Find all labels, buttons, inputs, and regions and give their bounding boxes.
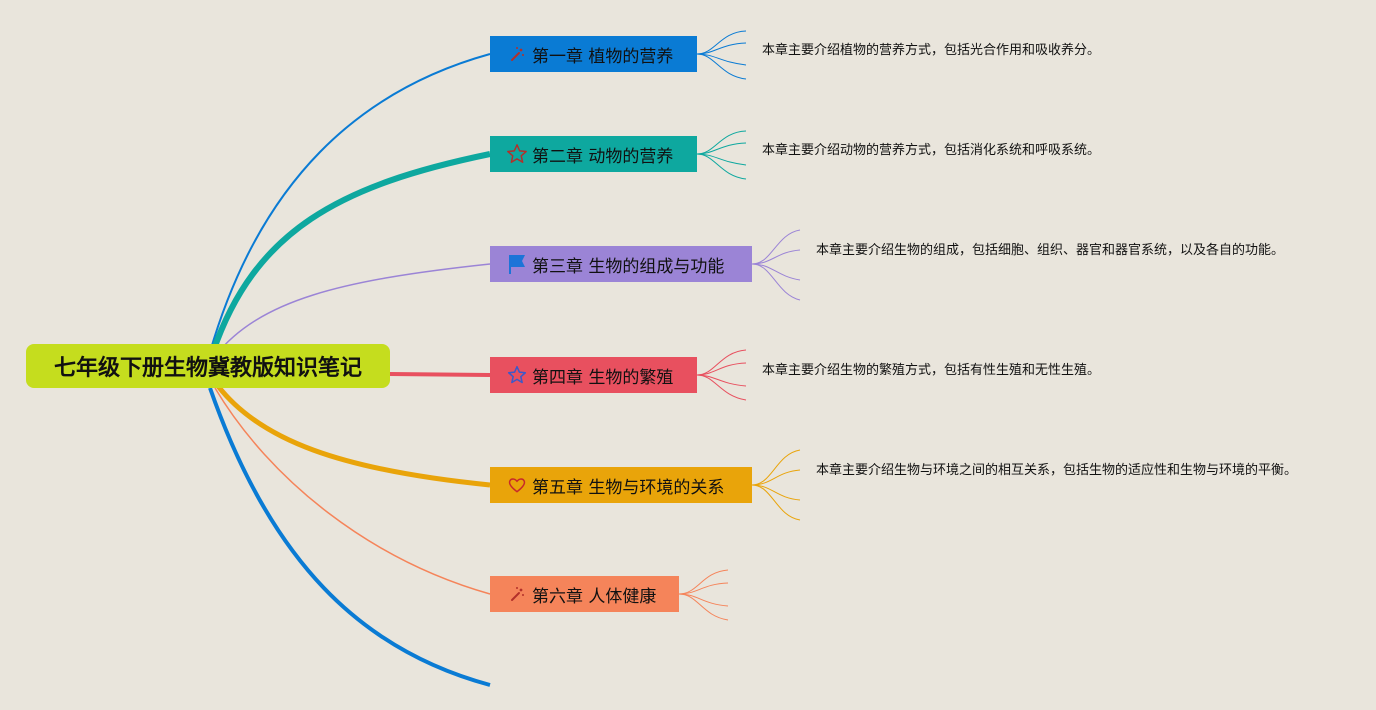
chapter-note-3[interactable]: 本章主要介绍生物的组成，包括细胞、组织、器官和器官系统，以及各自的功能。 [816,243,1285,258]
branch-line-4 [389,372,491,377]
branch-line-3 [214,263,491,357]
fan-lines-3 [751,229,801,301]
sparkle-wand-icon [506,583,528,605]
branch-line-2 [210,151,491,353]
chapter-label-4: 第四章 生物的繁殖 [532,367,674,388]
chapter-node-4[interactable]: 第四章 生物的繁殖 [490,357,697,393]
chapter-node-1[interactable]: 第一章 植物的营养 [490,36,697,72]
blue-star-icon [506,364,528,386]
fan-lines-5 [751,449,801,521]
sparkle-wand-icon [506,43,528,65]
chapter-note-2[interactable]: 本章主要介绍动物的营养方式，包括消化系统和呼吸系统。 [762,143,1101,158]
branch-line-6 [214,387,491,595]
branch-line-7 [208,387,491,687]
chapter-label-5: 第五章 生物与环境的关系 [532,477,725,498]
fan-lines-6 [678,569,729,621]
chapter-label-1: 第一章 植物的营养 [532,46,674,67]
chapter-label-6: 第六章 人体健康 [532,586,657,607]
branch-line-5 [216,384,491,488]
branch-line-1 [209,53,491,353]
root-topic[interactable]: 七年级下册生物冀教版知识笔记 [26,344,390,388]
fan-lines-4 [696,349,747,401]
star-outline-icon [506,143,528,165]
blue-flag-icon [506,253,528,275]
chapter-label-2: 第二章 动物的营养 [532,146,674,167]
chapter-note-1[interactable]: 本章主要介绍植物的营养方式，包括光合作用和吸收养分。 [762,43,1101,58]
chapter-node-2[interactable]: 第二章 动物的营养 [490,136,697,172]
fan-lines-2 [696,130,747,180]
heart-outline-icon [506,474,528,496]
root-title: 七年级下册生物冀教版知识笔记 [53,356,362,381]
chapter-note-4[interactable]: 本章主要介绍生物的繁殖方式，包括有性生殖和无性生殖。 [762,363,1101,378]
chapter-node-5[interactable]: 第五章 生物与环境的关系 [490,467,752,503]
fan-lines-1 [696,30,747,80]
chapter-note-5[interactable]: 本章主要介绍生物与环境之间的相互关系，包括生物的适应性和生物与环境的平衡。 [816,463,1298,478]
chapter-node-3[interactable]: 第三章 生物的组成与功能 [490,246,752,282]
chapter-label-3: 第三章 生物的组成与功能 [532,256,725,277]
chapter-node-6[interactable]: 第六章 人体健康 [490,576,679,612]
